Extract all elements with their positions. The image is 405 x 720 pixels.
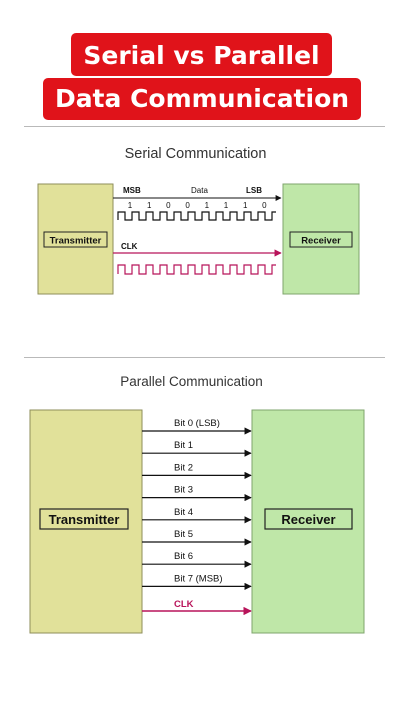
serial-transmitter-label-box — [43, 231, 108, 248]
title-line-2: Data Communication — [43, 78, 361, 120]
serial-bit-digit: 0 — [262, 201, 267, 210]
serial-bit-digit: 1 — [243, 201, 248, 210]
parallel-bit-label: Bit 0 (LSB) — [174, 418, 220, 429]
serial-bit-digit: 1 — [128, 201, 133, 210]
serial-receiver-box — [282, 183, 360, 295]
parallel-bit-label: Bit 7 (MSB) — [174, 573, 223, 584]
parallel-receiver-label: Receiver — [281, 512, 335, 527]
parallel-bit-lines: Bit 0 (LSB) Bit 1 Bit 2 Bit 3 Bit 4 Bit 5 Bit … — [142, 418, 252, 591]
serial-data-waveform — [117, 211, 276, 221]
serial-msb-label: MSB — [123, 186, 141, 195]
parallel-clk-label: CLK — [174, 599, 194, 610]
serial-bit-digit: 0 — [185, 201, 190, 210]
parallel-receiver-label-box — [264, 508, 353, 530]
parallel-transmitter-box — [29, 409, 143, 634]
parallel-transmitter-label: Transmitter — [49, 512, 120, 527]
parallel-section-title: Parallel Communication — [120, 374, 263, 389]
parallel-bit-label: Bit 2 — [174, 462, 193, 473]
serial-clk-label: CLK — [121, 242, 138, 251]
divider-top — [24, 126, 385, 127]
serial-bit-digit: 1 — [205, 201, 210, 210]
serial-clk-waveform — [117, 264, 276, 275]
parallel-transmitter-label-box — [39, 508, 129, 530]
serial-section-title: Serial Communication — [124, 146, 267, 162]
parallel-receiver-box — [251, 409, 365, 634]
serial-bit-digit: 1 — [224, 201, 229, 210]
title-line-1: Serial vs Parallel — [71, 33, 332, 76]
parallel-bit-label: Bit 5 — [174, 529, 193, 540]
serial-bit-digit: 1 — [147, 201, 152, 210]
serial-bit-values: 1 1 0 0 1 1 1 0 — [128, 201, 267, 210]
serial-bit-digit: 0 — [166, 201, 171, 210]
divider-middle — [24, 357, 385, 358]
serial-transmitter-label: Transmitter — [50, 236, 102, 247]
parallel-bit-label: Bit 3 — [174, 485, 193, 496]
serial-data-label: Data — [191, 186, 208, 195]
serial-lsb-label: LSB — [246, 186, 262, 195]
serial-receiver-label-box — [289, 231, 353, 248]
serial-transmitter-box — [37, 183, 114, 295]
parallel-bit-label: Bit 4 — [174, 507, 193, 518]
parallel-bit-label: Bit 6 — [174, 551, 193, 562]
parallel-bit-label: Bit 1 — [174, 440, 193, 451]
serial-receiver-label: Receiver — [301, 236, 341, 247]
